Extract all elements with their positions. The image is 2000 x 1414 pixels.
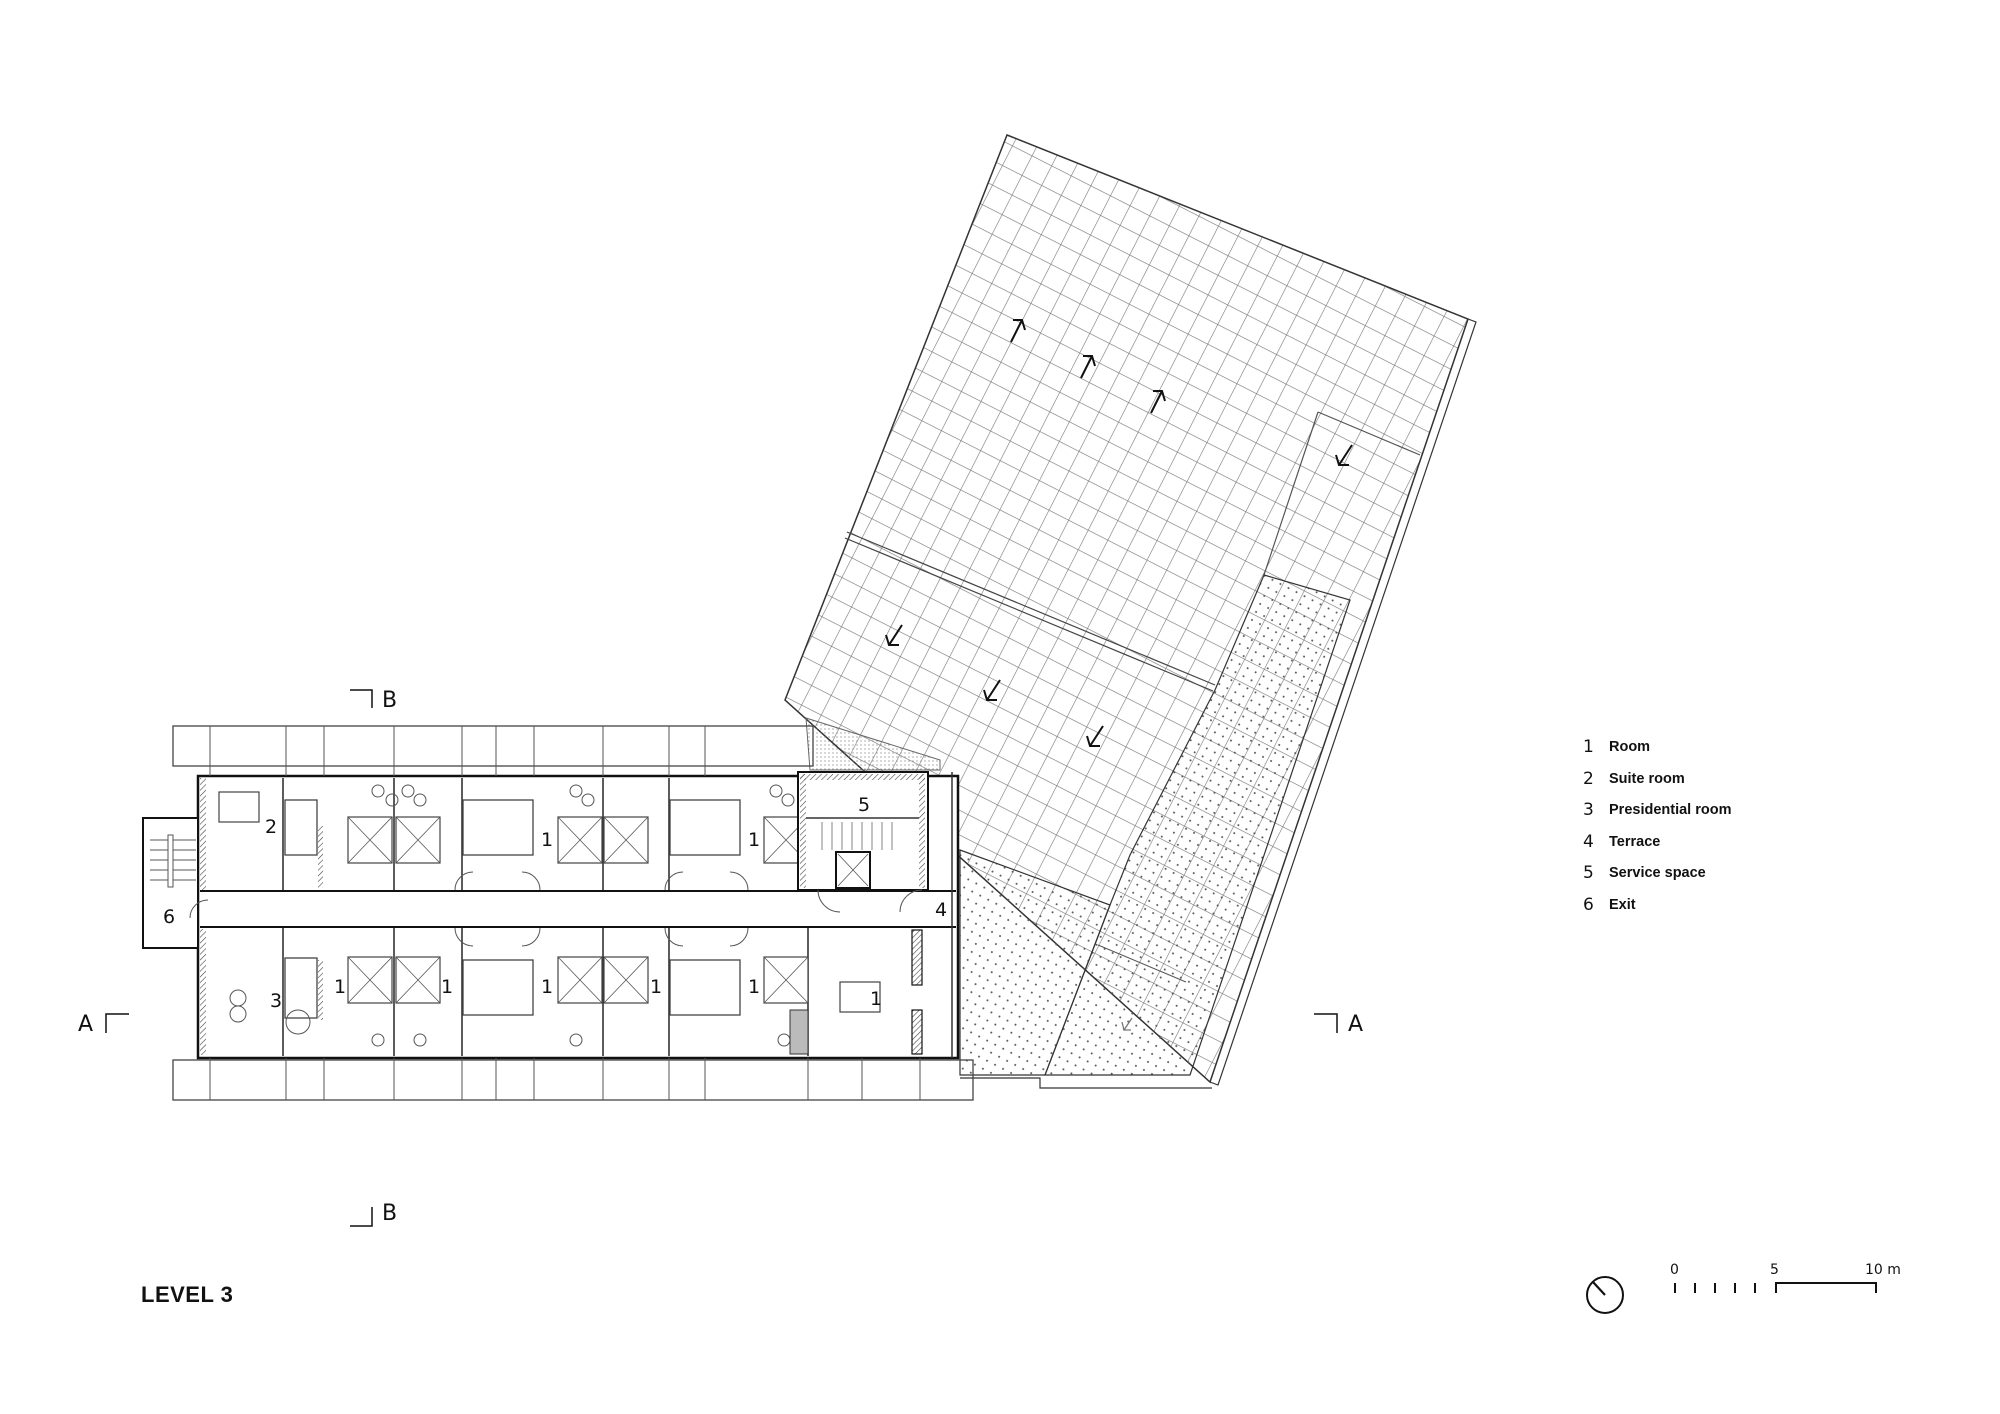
section-label-b-bottom: B <box>382 1201 398 1226</box>
building-plan <box>142 725 974 1101</box>
room-number-label: 1 <box>870 988 883 1010</box>
legend-label: Room <box>1609 739 1651 755</box>
room-number-label: 1 <box>650 976 663 998</box>
north-arrow-icon <box>1586 1276 1624 1314</box>
scale-label-10: 10 m <box>1865 1262 1901 1278</box>
legend-number: 1 <box>1583 737 1594 757</box>
room-number-label: 1 <box>748 829 761 851</box>
legend-number: 6 <box>1583 894 1594 915</box>
legend-number: 2 <box>1583 768 1594 789</box>
section-label-b-top: B <box>382 688 398 713</box>
drawing-title: LEVEL 3 <box>141 1282 234 1307</box>
legend-label: Presidential room <box>1609 802 1732 818</box>
room-number-label: 1 <box>541 829 554 851</box>
room-number-label: 1 <box>441 976 454 998</box>
legend-label: Exit <box>1609 896 1636 913</box>
legend-label: Terrace <box>1609 833 1661 850</box>
section-label-a-right: A <box>1348 1012 1364 1037</box>
scale-bar <box>1674 1282 1877 1293</box>
section-label-a-left: A <box>78 1012 94 1037</box>
legend-label: Suite room <box>1609 770 1685 787</box>
room-number-label: 6 <box>163 906 176 928</box>
scale-label-0: 0 <box>1670 1262 1679 1278</box>
legend-number: 3 <box>1583 800 1594 820</box>
slope-arrows <box>885 319 1353 1031</box>
legend: 1 Room 2 Suite room 3 Presidential room … <box>1583 737 1731 926</box>
room-number-label: 3 <box>270 990 283 1012</box>
room-number-label: 5 <box>858 794 871 816</box>
legend-number: 5 <box>1583 863 1594 883</box>
room-number-label: 1 <box>748 976 761 998</box>
room-number-label: 4 <box>935 899 948 921</box>
section-markers <box>105 689 1338 1227</box>
legend-label: Service space <box>1609 865 1706 881</box>
legend-item: 2 Suite room <box>1583 769 1731 801</box>
room-number-label: 1 <box>541 976 554 998</box>
legend-item: 6 Exit <box>1583 895 1731 927</box>
room-number-label: 2 <box>265 816 278 838</box>
legend-item: 1 Room <box>1583 737 1731 769</box>
legend-item: 5 Service space <box>1583 863 1731 895</box>
legend-number: 4 <box>1583 831 1594 852</box>
legend-item: 3 Presidential room <box>1583 800 1731 832</box>
legend-item: 4 Terrace <box>1583 832 1731 864</box>
scale-label-5: 5 <box>1770 1262 1779 1278</box>
room-number-label: 1 <box>334 976 347 998</box>
